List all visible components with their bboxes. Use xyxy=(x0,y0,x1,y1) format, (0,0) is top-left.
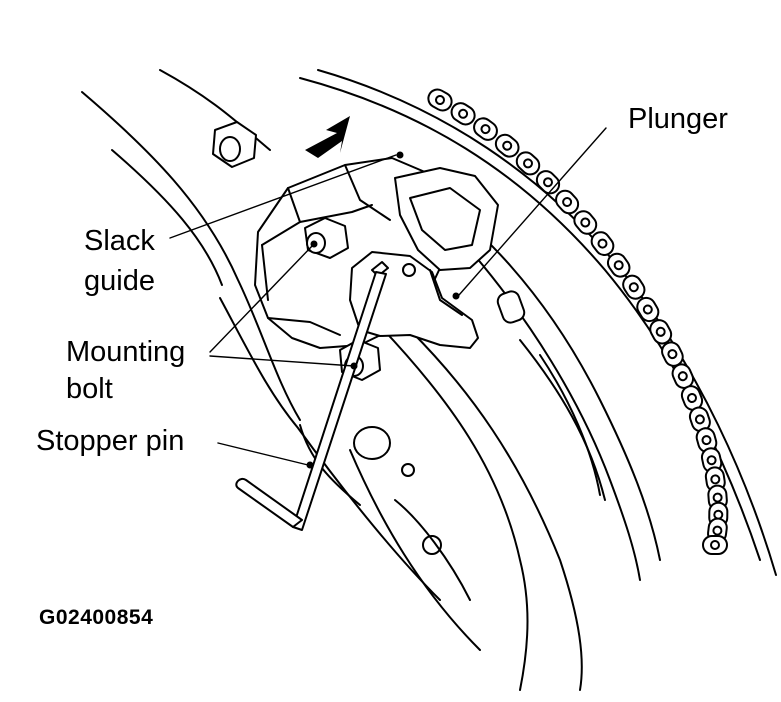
chain-link xyxy=(450,102,476,126)
lower-cover-details xyxy=(353,426,471,601)
chain-link xyxy=(573,210,598,235)
figure-code: G02400854 xyxy=(39,606,154,629)
chain-link xyxy=(515,151,541,176)
mounting-bolt-upper xyxy=(304,217,349,259)
leader-lines xyxy=(169,127,607,469)
chain-link xyxy=(661,341,684,367)
mounting-bolt-label-line2: bolt xyxy=(66,373,113,405)
direction-arrow-icon xyxy=(305,116,350,158)
mounting-bolt-label-line1: Mounting xyxy=(66,336,186,368)
stopper-pin-label: Stopper pin xyxy=(36,425,185,457)
chain-link xyxy=(606,252,631,278)
timing-chain xyxy=(427,88,729,555)
engine-cover-outline xyxy=(81,69,777,691)
slack-guide-label-line1: Slack xyxy=(84,225,155,257)
stopper-pin xyxy=(235,271,387,531)
chain-link xyxy=(700,447,723,474)
chain-link xyxy=(695,427,718,453)
chain-link xyxy=(427,88,453,112)
chain-link xyxy=(494,133,520,158)
chain-link xyxy=(590,231,615,256)
chain-link xyxy=(622,274,646,300)
chain-link xyxy=(535,170,561,195)
upper-bolt xyxy=(212,121,257,168)
chain-link xyxy=(473,117,498,141)
plunger-label: Plunger xyxy=(628,103,728,135)
chain-link xyxy=(636,296,660,323)
chain-link xyxy=(555,189,580,215)
slack-guide-label-line2: guide xyxy=(84,265,155,297)
chain-link xyxy=(649,319,673,345)
chain-link xyxy=(702,535,728,555)
